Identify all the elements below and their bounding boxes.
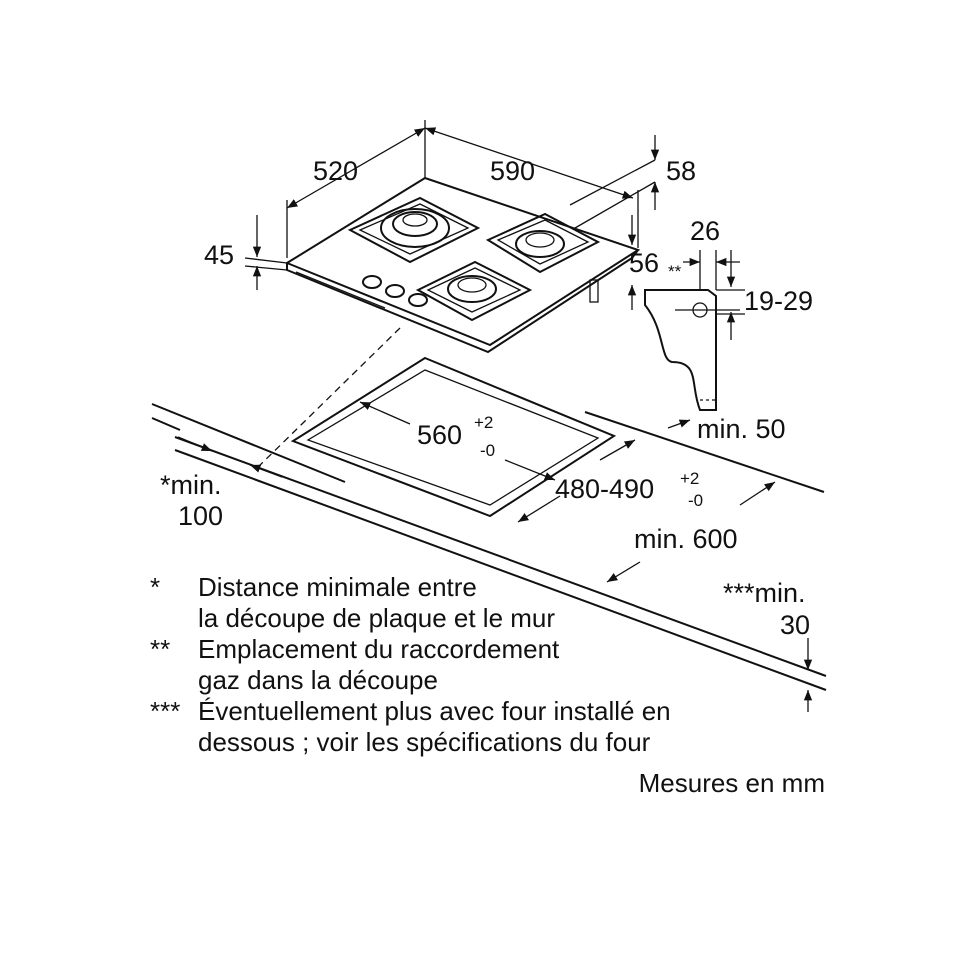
footnote-mark: *	[150, 572, 161, 602]
burner-right	[485, 212, 601, 274]
gas-connector	[589, 279, 599, 303]
alignment-dashed-line	[254, 327, 401, 471]
footnote-3: *** Éventuellement plus avec four instal…	[150, 696, 671, 758]
gas-hob	[284, 176, 641, 354]
burner-large	[347, 196, 481, 264]
dim-min-100-l2: 100	[178, 501, 223, 531]
cutout	[290, 356, 617, 518]
dim-min-30-l1: ***min.	[723, 578, 806, 608]
tol-plus: +2	[680, 469, 699, 488]
dim-26: 26	[690, 216, 720, 246]
dim-58: 58	[666, 156, 696, 186]
units-label: Mesures en mm	[638, 768, 825, 798]
mounting-bracket	[644, 250, 740, 411]
dim-min-50: min. 50	[697, 414, 786, 444]
dim-560: 560	[417, 420, 462, 450]
control-knobs	[362, 275, 428, 307]
footnote-text: Emplacement du raccordement	[198, 634, 560, 664]
dimension-lines	[177, 120, 813, 712]
footnote-text: dessous ; voir les spécifications du fou…	[198, 727, 651, 757]
dim-480-490: 480-490	[555, 474, 654, 504]
dim-19-29: 19-29	[744, 286, 813, 316]
footnote-mark: ***	[150, 696, 181, 726]
footnote-text: la découpe de plaque et le mur	[198, 603, 556, 633]
tol-minus: -0	[480, 441, 495, 460]
dim-590: 590	[490, 156, 535, 186]
footnote-text: Distance minimale entre	[198, 572, 477, 602]
tol-plus: +2	[474, 413, 493, 432]
dim-56: 56	[629, 248, 659, 278]
gas-mark: **	[668, 262, 682, 281]
dim-min-30-l2: 30	[780, 610, 810, 640]
dim-520: 520	[313, 156, 358, 186]
burner-front	[415, 260, 533, 322]
footnote-mark: **	[150, 634, 171, 664]
dim-45: 45	[204, 240, 234, 270]
footnote-text: Éventuellement plus avec four installé e…	[198, 696, 671, 726]
footnote-text: gaz dans la découpe	[198, 665, 438, 695]
worktop	[151, 403, 827, 691]
tol-minus: -0	[688, 491, 703, 510]
dim-min-100-l1: *min.	[160, 470, 222, 500]
dim-min-600: min. 600	[634, 524, 738, 554]
